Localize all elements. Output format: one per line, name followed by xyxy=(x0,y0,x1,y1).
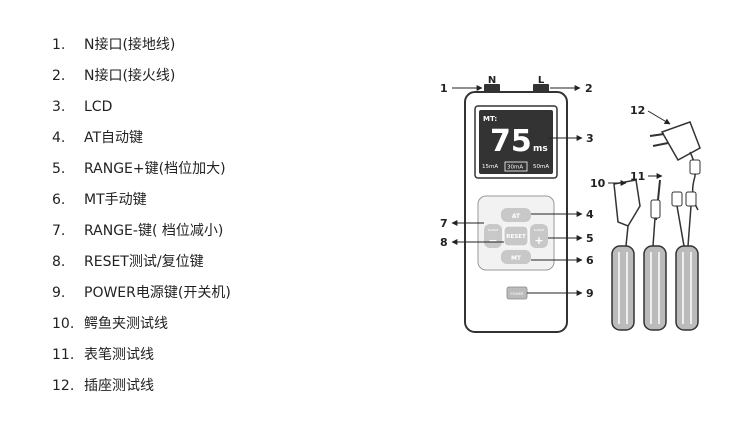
lead-grip-left xyxy=(611,245,635,331)
legend-number: 10. xyxy=(52,316,75,332)
legend-item: 6. MT手动键 xyxy=(52,191,147,209)
reset-button-label: RESET xyxy=(506,234,526,240)
mt-button[interactable] xyxy=(501,250,531,264)
legend-label: AT自动键 xyxy=(84,130,144,146)
legend-label: LCD xyxy=(84,99,113,115)
legend-label: 表笔测试线 xyxy=(84,347,154,363)
callout-9: 9 xyxy=(586,287,594,300)
alligator-clip-lead xyxy=(613,179,641,247)
legend-label: N接口(接地线) xyxy=(84,37,176,53)
callout-6: 6 xyxy=(586,254,594,267)
legend-number: 7. xyxy=(52,223,66,239)
legend-item: 1. N接口(接地线) xyxy=(52,36,175,54)
legend-number: 1. xyxy=(52,37,66,53)
legend-item: 11. 表笔测试线 xyxy=(52,346,154,364)
legend-label: 鳄鱼夹测试线 xyxy=(84,316,168,332)
lcd-mode-label: MT: xyxy=(483,115,497,123)
legend-label: RESET测试/复位键 xyxy=(84,254,204,270)
legend-item: 2. N接口(接火线) xyxy=(52,67,175,85)
legend-number: 6. xyxy=(52,192,66,208)
device-diagram: N L MT: 75 ms 15mA 30mA 50mA AT MT RANGE… xyxy=(440,75,701,333)
range-minus-small-label: RANGE xyxy=(488,228,499,232)
callout-4: 4 xyxy=(586,208,594,221)
legend-number: 11. xyxy=(52,347,75,363)
legend-item: 4. AT自动键 xyxy=(52,129,143,147)
lcd-unit: ms xyxy=(533,144,548,154)
at-button-label: AT xyxy=(512,213,521,220)
callout-11: 11 xyxy=(630,170,645,183)
lcd-range-low: 15mA xyxy=(482,164,498,170)
test-probe-lead xyxy=(650,179,661,247)
mt-button-label: MT xyxy=(511,255,522,262)
lcd-range-mid: 30mA xyxy=(507,165,523,171)
lead-grip-middle xyxy=(643,245,667,331)
callout-5: 5 xyxy=(586,232,594,245)
legend-number: 4. xyxy=(52,130,66,146)
port-n-label: N xyxy=(488,75,496,86)
legend-number: 9. xyxy=(52,285,66,301)
legend-item: 10. 鳄鱼夹测试线 xyxy=(52,315,168,333)
legend-item: 7. RANGE-键( 档位减小) xyxy=(52,222,223,240)
reset-button[interactable] xyxy=(503,225,529,247)
range-plus-label: + xyxy=(534,234,543,247)
callout-12: 12 xyxy=(630,104,645,117)
port-l-connector xyxy=(533,84,549,92)
legend-label: RANGE+键(档位加大) xyxy=(84,161,226,177)
legend-number: 5. xyxy=(52,161,66,177)
lcd-screen xyxy=(479,110,553,174)
legend-label: N接口(接火线) xyxy=(84,68,176,84)
port-l-label: L xyxy=(538,75,545,86)
legend-number: 3. xyxy=(52,99,66,115)
callout-3: 3 xyxy=(586,132,594,145)
legend-item: 5. RANGE+键(档位加大) xyxy=(52,160,226,178)
legend-label: 插座测试线 xyxy=(84,378,154,394)
legend-item: 3. LCD xyxy=(52,98,112,116)
power-button-label: POWER xyxy=(511,292,525,296)
lcd-value: 75 xyxy=(490,124,532,159)
callout-8: 8 xyxy=(440,236,448,249)
plug-test-lead xyxy=(649,121,701,211)
legend-number: 12. xyxy=(52,378,75,394)
lead-grip-right xyxy=(675,245,699,331)
legend-label: RANGE-键( 档位减小) xyxy=(84,223,224,239)
legend-label: MT手动键 xyxy=(84,192,147,208)
callout-10: 10 xyxy=(590,177,606,190)
legend-label: POWER电源键(开关机) xyxy=(84,285,231,301)
callout-12-arrow xyxy=(647,110,671,125)
legend-item: 8. RESET测试/复位键 xyxy=(52,253,204,271)
lcd-range-high: 50mA xyxy=(533,164,549,170)
callout-7: 7 xyxy=(440,217,448,230)
lcd-range-mid-box xyxy=(504,161,528,172)
callout-2: 2 xyxy=(585,82,593,95)
range-plus-button[interactable] xyxy=(530,224,548,248)
range-minus-label: − xyxy=(488,234,497,247)
legend-item: 12. 插座测试线 xyxy=(52,377,154,395)
lead-connector-plugs xyxy=(671,191,697,247)
callout-1: 1 xyxy=(440,82,448,95)
at-button[interactable] xyxy=(501,208,531,222)
legend-number: 2. xyxy=(52,68,66,84)
legend-number: 8. xyxy=(52,254,66,270)
port-n-connector xyxy=(484,84,500,92)
legend-list: 1. N接口(接地线) 2. N接口(接火线) 3. LCD 4. AT自动键 5. RA… xyxy=(0,0,330,424)
range-plus-small-label: RANGE xyxy=(534,228,545,232)
legend-item: 9. POWER电源键(开关机) xyxy=(52,284,231,302)
